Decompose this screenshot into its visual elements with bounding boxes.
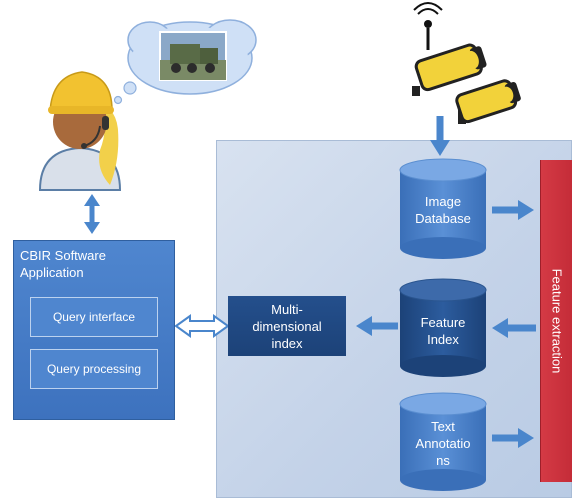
text-annotations-cylinder (399, 392, 487, 491)
user-app-arrow (84, 194, 100, 234)
cbir-application-title: CBIR Software Application (20, 248, 106, 280)
camera-to-database-arrow (430, 116, 450, 156)
multidimensional-index-label: Multi- dimensional index (252, 301, 322, 351)
camera-icon (412, 2, 521, 124)
feature-extraction-label: Feature extraction (549, 268, 564, 374)
military-truck-icon (159, 31, 227, 81)
image-database-label: Image Database (415, 194, 471, 226)
user-headset-icon (38, 71, 122, 191)
database-to-extraction-arrow (492, 200, 534, 220)
extraction-to-feature-index-arrow (492, 318, 536, 338)
feature-extraction-bar: Feature extraction (540, 160, 572, 482)
query-processing-box: Query processing (30, 349, 158, 389)
image-database-cylinder (399, 158, 487, 259)
cbir-application-box: CBIR Software Application Query interfac… (13, 240, 175, 420)
feature-index-to-mdi-arrow (356, 316, 398, 336)
query-interface-box: Query interface (30, 297, 158, 337)
feature-index-label: Feature Index (420, 315, 466, 347)
annotations-to-extraction-arrow (492, 428, 534, 448)
feature-index-cylinder (399, 278, 487, 377)
multidimensional-index-box: Multi- dimensional index (228, 296, 346, 356)
text-annotations-label: Text Annotatio ns (415, 419, 471, 468)
mdi-app-arrow (174, 314, 230, 338)
